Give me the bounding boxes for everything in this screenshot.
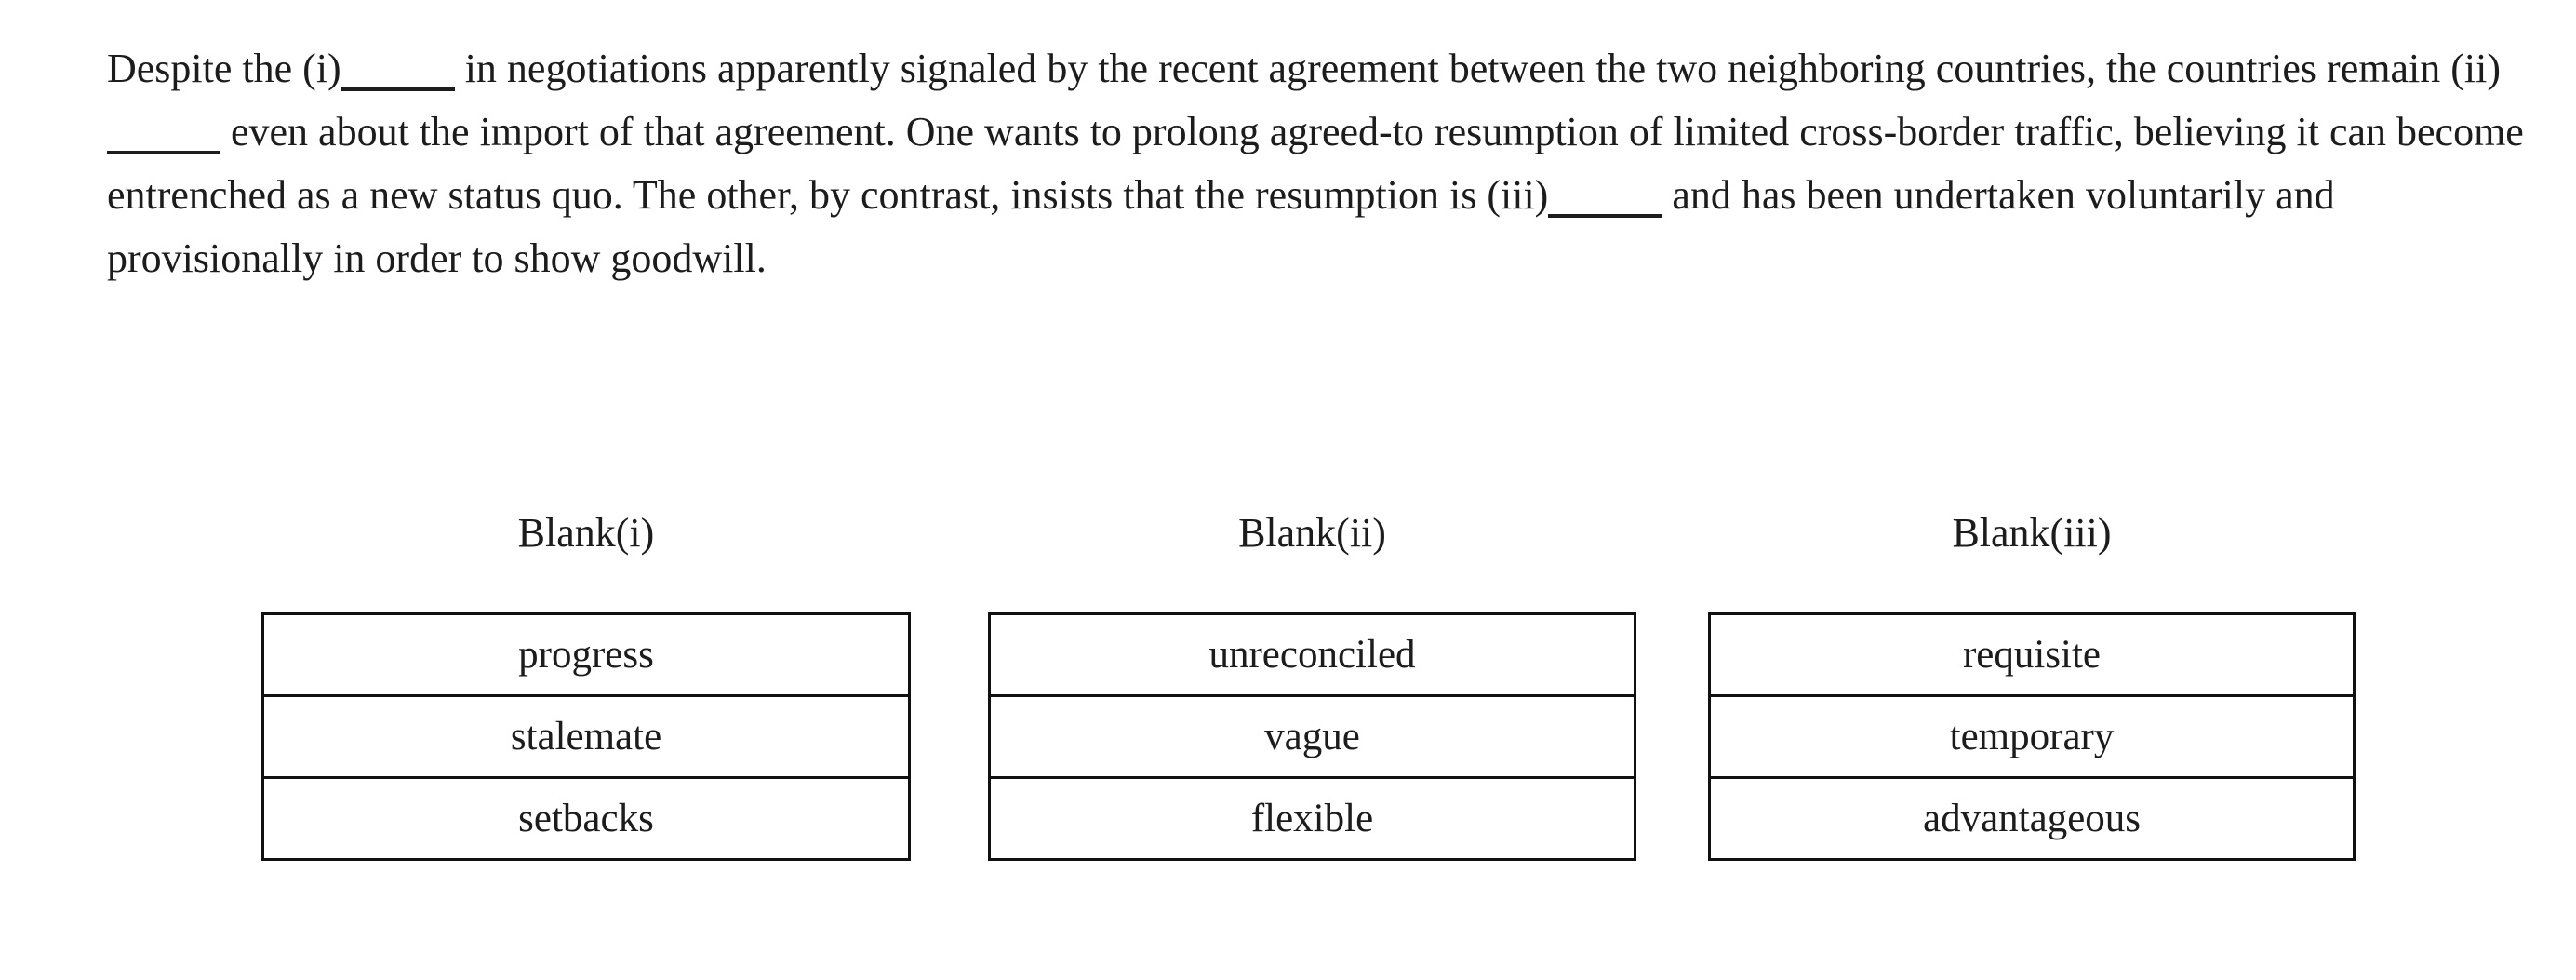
blank-iii-header: Blank(iii) [1952,510,2112,556]
blank-i-options-table: progress stalemate setbacks [261,612,911,861]
table-row: advantageous [1708,776,2356,861]
passage-segment-1: Despite the (i) [107,46,341,91]
blank-ii-options-table: unreconciled vague flexible [988,612,1636,861]
option-cell[interactable]: unreconciled [988,612,1636,697]
blank-iii-underline [1548,207,1662,218]
table-row: requisite [1708,612,2356,697]
blank-ii-column: Blank(ii) unreconciled vague flexible [988,510,1636,861]
option-cell[interactable]: flexible [988,776,1636,861]
passage-segment-3: even about the import of that agreement.… [107,109,2524,218]
option-cell[interactable]: stalemate [261,694,911,779]
table-row: setbacks [261,776,911,861]
option-cell[interactable]: temporary [1708,694,2356,779]
table-row: temporary [1708,694,2356,779]
option-cell[interactable]: requisite [1708,612,2356,697]
passage-segment-2: in negotiations apparently signaled by t… [454,46,2501,91]
table-row: unreconciled [988,612,1636,697]
table-row: stalemate [261,694,911,779]
table-row: flexible [988,776,1636,861]
blank-i-column: Blank(i) progress stalemate setbacks [261,510,911,861]
blank-iii-column: Blank(iii) requisite temporary advantage… [1708,510,2356,861]
table-row: vague [988,694,1636,779]
blank-i-header: Blank(i) [517,510,655,556]
option-cell[interactable]: advantageous [1708,776,2356,861]
blank-ii-underline [107,143,220,154]
blank-ii-header: Blank(ii) [1238,510,1386,556]
option-cell[interactable]: progress [261,612,911,697]
option-cell[interactable]: vague [988,694,1636,779]
blank-iii-options-table: requisite temporary advantageous [1708,612,2356,861]
option-cell[interactable]: setbacks [261,776,911,861]
table-row: progress [261,612,911,697]
passage-text: Despite the (i) in negotiations apparent… [107,37,2526,290]
blank-i-underline [340,80,455,91]
passage-segment-4: and has been undertaken voluntarily and … [107,172,2335,281]
